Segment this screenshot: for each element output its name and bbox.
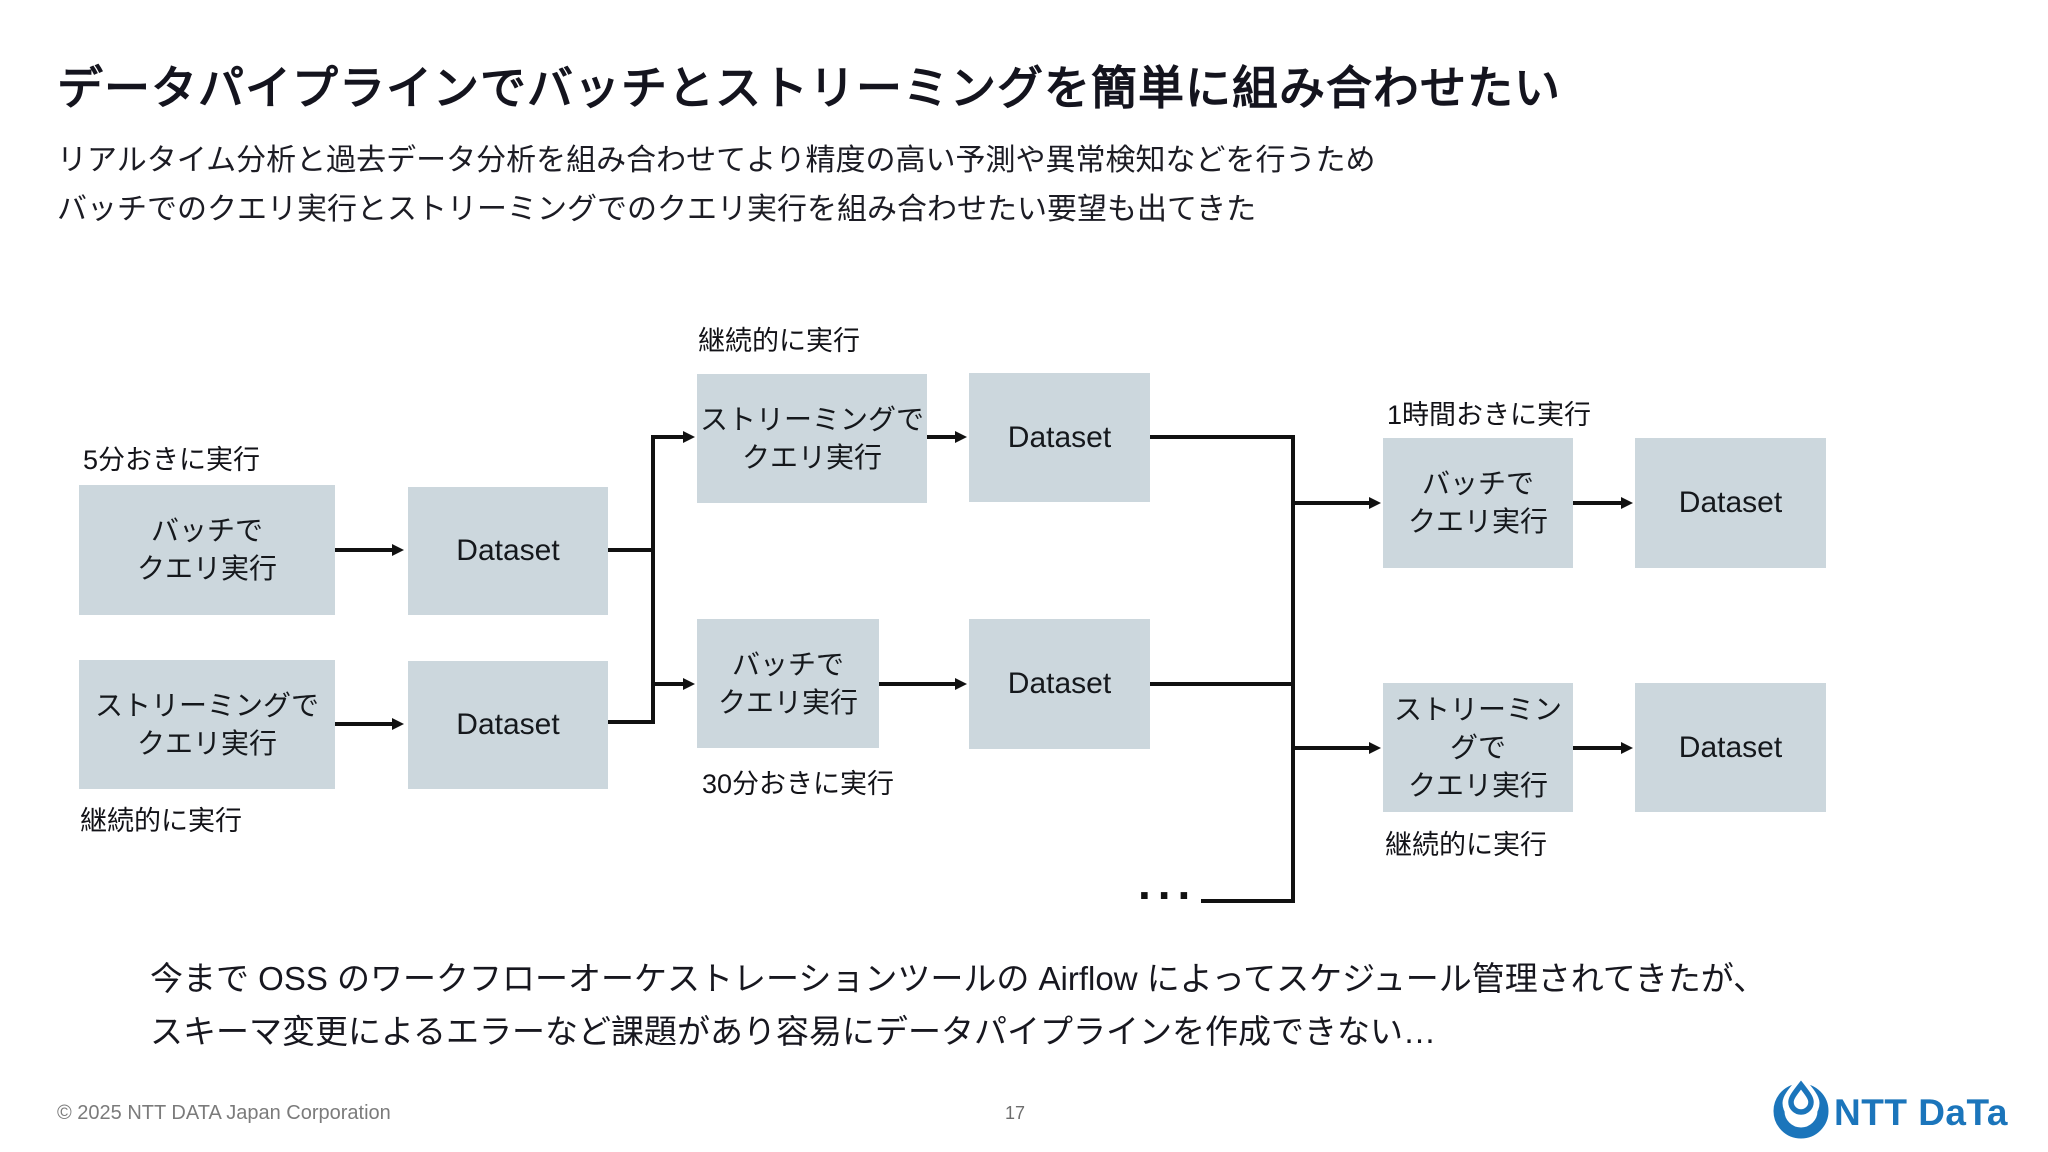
node-mid-batch-dataset: Dataset <box>969 619 1150 749</box>
label-continuous-mid: 継続的に実行 <box>698 326 860 356</box>
lead-paragraph: リアルタイム分析と過去データ分析を組み合わせてより精度の高い予測や異常検知などを… <box>57 144 1376 226</box>
ntt-data-logo-icon: NTT DaTa <box>1773 1074 2008 1139</box>
slide-title: データパイプラインでバッチとストリーミングを簡単に組み合わせたい <box>57 62 1561 114</box>
label-every-5-min: 5分おきに実行 <box>83 445 261 475</box>
copyright-text: © 2025 NTT DATA Japan Corporation <box>57 1102 391 1124</box>
node-right-streaming-query: ストリーミングで クエリ実行 <box>1383 683 1573 812</box>
node-mid-streaming-query: ストリーミングで クエリ実行 <box>697 374 927 503</box>
node-right-batch-query: バッチで クエリ実行 <box>1383 438 1573 568</box>
node-left-streaming-dataset: Dataset <box>408 661 608 789</box>
label-continuous-left: 継続的に実行 <box>80 806 242 836</box>
node-left-streaming-query: ストリーミングで クエリ実行 <box>79 660 335 789</box>
label-continuous-right: 継続的に実行 <box>1385 830 1547 860</box>
node-left-batch-query: バッチで クエリ実行 <box>79 485 335 615</box>
label-every-30-min: 30分おきに実行 <box>702 769 895 799</box>
label-every-1-hour: 1時間おきに実行 <box>1387 400 1592 430</box>
node-mid-streaming-dataset: Dataset <box>969 373 1150 502</box>
ntt-data-logo-text: NTT DaTa <box>1834 1092 2008 1133</box>
more-pipelines-ellipsis: ... <box>1138 857 1198 909</box>
ntt-data-logo: NTT DaTa <box>1772 1074 2016 1145</box>
node-right-streaming-dataset: Dataset <box>1635 683 1826 812</box>
page-number: 17 <box>1005 1103 1026 1123</box>
bottom-note: 今まで OSS のワークフローオーケストレーションツールの Airflow によ… <box>150 960 1767 1050</box>
node-right-batch-dataset: Dataset <box>1635 438 1826 568</box>
node-mid-batch-query: バッチで クエリ実行 <box>697 619 879 748</box>
node-left-batch-dataset: Dataset <box>408 487 608 615</box>
